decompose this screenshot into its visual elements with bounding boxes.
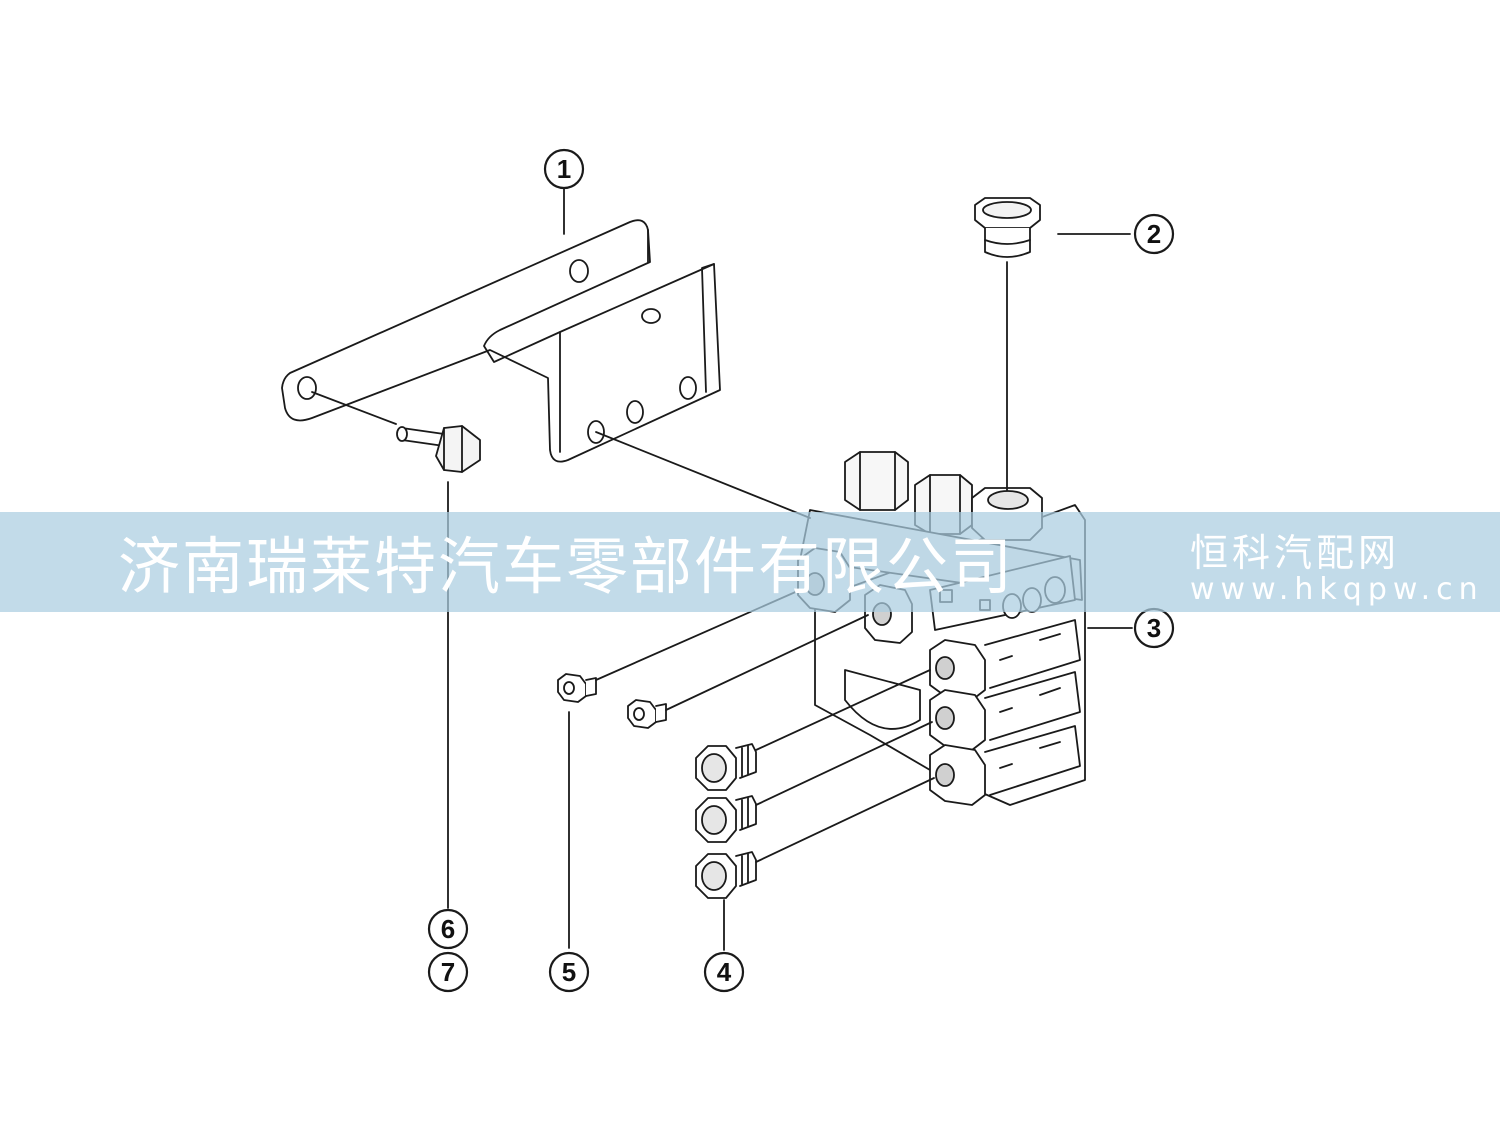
mounting-bracket — [281, 219, 721, 463]
watermark-company: 济南瑞莱特汽车零部件有限公司 — [118, 530, 1015, 603]
watermark-site-url: www.hkqpw.cn — [1190, 572, 1484, 607]
hex-bolt — [396, 425, 481, 473]
callout-6: 6 — [427, 908, 469, 950]
watermark-band — [0, 512, 1500, 612]
svg-text:5: 5 — [562, 957, 576, 987]
plug-with-oring — [695, 795, 757, 843]
bracket-hole — [626, 400, 644, 424]
callout-4: 4 — [703, 951, 745, 993]
svg-text:3: 3 — [1147, 613, 1161, 643]
callout-3: 3 — [1133, 607, 1175, 649]
watermark-site-name: 恒科汽配网 — [1190, 531, 1401, 575]
svg-text:6: 6 — [441, 914, 455, 944]
plug-with-oring — [695, 743, 757, 791]
svg-text:1: 1 — [557, 154, 571, 184]
svg-text:7: 7 — [441, 957, 455, 987]
svg-text:2: 2 — [1147, 219, 1161, 249]
svg-text:4: 4 — [717, 957, 732, 987]
callout-5: 5 — [548, 951, 590, 993]
plug-fitting — [974, 197, 1041, 258]
bracket-hole — [569, 259, 589, 283]
callout-2: 2 — [1133, 213, 1175, 255]
bracket-hole — [641, 308, 661, 324]
bracket-hole — [297, 376, 317, 400]
small-plug — [627, 699, 667, 729]
plug-with-oring — [695, 851, 757, 899]
callout-7: 7 — [427, 951, 469, 993]
bracket-hole — [679, 376, 697, 400]
callout-1: 1 — [543, 148, 585, 190]
small-plug — [557, 673, 597, 703]
